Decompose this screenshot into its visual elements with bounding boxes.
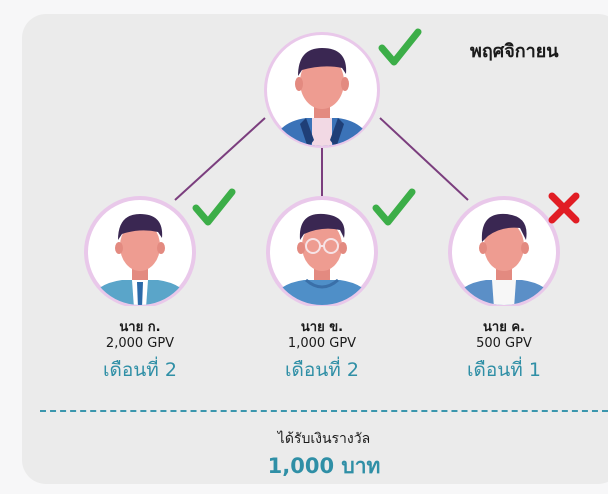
member-name: นาย ข. (300, 320, 344, 335)
check-icon (378, 28, 422, 66)
cross-icon (548, 192, 580, 224)
member-label-b: นาย ข. 1,000 GPV เดือนที่ 2 (242, 320, 402, 384)
sponsor-avatar (262, 30, 382, 160)
member-avatar-b (262, 196, 382, 306)
month-title: พฤศจิกายน (470, 41, 559, 62)
check-icon (192, 188, 236, 226)
member-avatar-c (444, 196, 564, 306)
member-name: นาย ค. (483, 320, 525, 335)
member-month: เดือนที่ 2 (103, 359, 177, 381)
member-month: เดือนที่ 2 (285, 359, 359, 381)
member-month: เดือนที่ 1 (467, 359, 541, 381)
connector-line-right (379, 117, 469, 201)
reward-caption: ได้รับเงินรางวัล (277, 431, 371, 447)
member-name: นาย ก. (119, 320, 161, 335)
connector-line-left (174, 117, 266, 201)
member-avatar-a (80, 196, 200, 306)
reward-amount: 1,000 บาท (267, 454, 381, 478)
divider (40, 410, 608, 412)
member-label-c: นาย ค. 500 GPV เดือนที่ 1 (424, 320, 584, 384)
check-icon (372, 188, 416, 226)
member-gpv: 1,000 GPV (287, 336, 357, 351)
member-gpv: 2,000 GPV (105, 336, 175, 351)
member-label-a: นาย ก. 2,000 GPV เดือนที่ 2 (60, 320, 220, 384)
member-gpv: 500 GPV (476, 336, 532, 351)
